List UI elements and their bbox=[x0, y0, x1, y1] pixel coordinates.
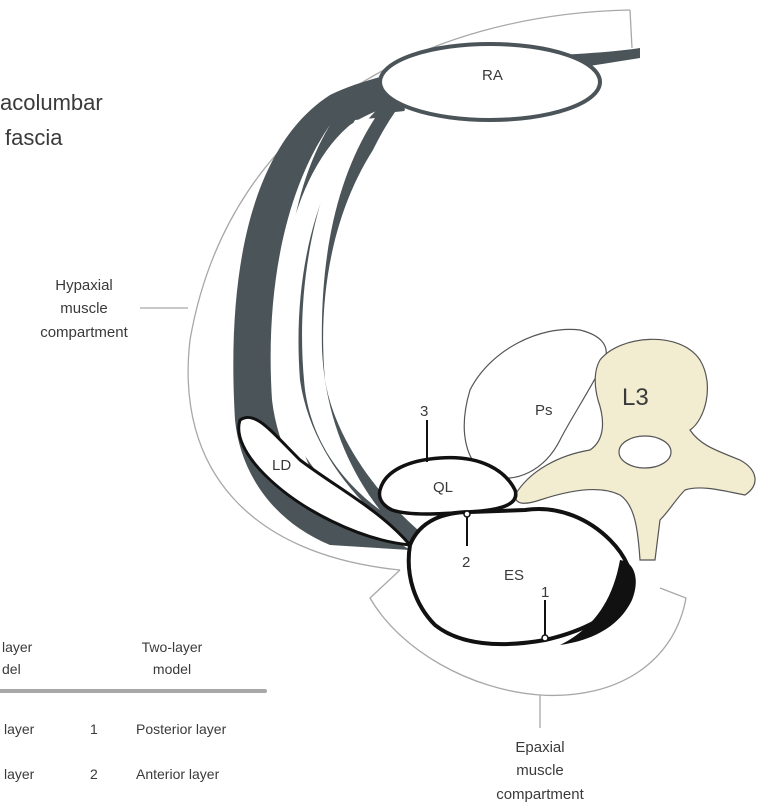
table-row-2-right: Anterior layer bbox=[136, 766, 220, 782]
table-row-1-num: 1 bbox=[90, 721, 98, 737]
epaxial-label-1: Epaxial bbox=[515, 739, 564, 756]
l3-label: L3 bbox=[622, 384, 649, 411]
table-row-1-left: layer bbox=[4, 721, 35, 737]
psoas-label: Ps bbox=[535, 402, 553, 419]
table-col2-header-2: model bbox=[153, 661, 191, 677]
ra-label: RA bbox=[482, 67, 503, 84]
epaxial-label-2: muscle bbox=[516, 762, 564, 779]
marker-2-label: 2 bbox=[462, 554, 470, 571]
table-row-2-left: layer bbox=[4, 766, 35, 782]
marker-2-dot bbox=[464, 511, 470, 517]
marker-1-label: 1 bbox=[541, 584, 549, 601]
table-row-2-num: 2 bbox=[90, 766, 98, 782]
table-col1-header-1: layer bbox=[2, 639, 33, 655]
title-line-2: fascia bbox=[5, 125, 63, 150]
table-col2-header-1: Two-layer bbox=[142, 639, 203, 655]
table-row-1-right: Posterior layer bbox=[136, 721, 227, 737]
table-col1-header-2: del bbox=[2, 661, 21, 677]
marker-3-label: 3 bbox=[420, 403, 428, 420]
hypaxial-label-1: Hypaxial bbox=[55, 277, 113, 294]
es-label: ES bbox=[504, 567, 524, 584]
marker-1-dot bbox=[542, 635, 548, 641]
hypaxial-label-2: muscle bbox=[60, 300, 108, 317]
ld-label: LD bbox=[272, 457, 291, 474]
hypaxial-label-3: compartment bbox=[40, 324, 128, 341]
ql-label: QL bbox=[433, 479, 453, 496]
title-line-1: acolumbar bbox=[0, 90, 103, 115]
epaxial-label-3: compartment bbox=[496, 786, 584, 803]
spinal-canal bbox=[619, 436, 671, 468]
